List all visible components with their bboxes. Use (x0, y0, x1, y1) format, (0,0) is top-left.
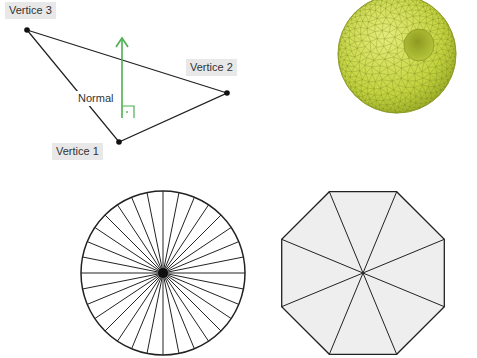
fan-spoke (163, 273, 194, 349)
vertex-label: Vertice 2 (186, 59, 237, 76)
vertex-dot (24, 27, 30, 33)
sphere-mesh (338, 0, 456, 113)
fan-spoke (132, 197, 163, 273)
octagon-spoke (329, 192, 363, 273)
octagon-spoke (282, 273, 363, 307)
fan-spoke (163, 273, 231, 319)
fan-spoke (163, 273, 179, 353)
fan-spoke (83, 273, 163, 289)
mesh-lines (338, 0, 456, 113)
sphere-hole (404, 29, 434, 61)
vertex-label: Vertice 1 (52, 143, 103, 160)
circle-outline (81, 191, 245, 355)
octagon (282, 192, 445, 355)
vertex-dot (224, 90, 230, 96)
fan-spoke (95, 227, 163, 273)
fan-spoke (81, 273, 163, 274)
fan-spoke (163, 242, 239, 273)
fan-spoke (163, 257, 243, 273)
fan-spoke (163, 273, 164, 355)
triangle (27, 30, 227, 142)
right-angle-mark (122, 106, 134, 118)
fan-spoke (105, 215, 163, 273)
normal-label: Normal (76, 91, 115, 106)
circle-fan (81, 191, 245, 355)
fan-spoke (163, 273, 221, 331)
sphere (338, 0, 456, 113)
vertex-label-text: Vertice 3 (9, 4, 52, 16)
octagon-fan (282, 192, 445, 355)
fan-spoke (105, 273, 163, 331)
vertex-label-text: Vertice 2 (190, 61, 233, 73)
octagon-spoke (363, 273, 397, 354)
triangle-figure (24, 27, 230, 145)
vertex-label-text: Vertice 1 (56, 145, 99, 157)
fan-spoke (147, 193, 163, 273)
fan-center (158, 268, 168, 278)
sphere-outline (338, 0, 456, 113)
fan-spoke (163, 215, 221, 273)
fan-spoke (163, 205, 209, 273)
fan-spoke (87, 273, 163, 304)
vertex-dot (116, 139, 122, 145)
fan-spoke (117, 273, 163, 341)
vertex-label: Vertice 3 (5, 2, 56, 19)
octagon-spoke (363, 239, 444, 273)
fan-spoke (163, 273, 245, 274)
normal-arrowhead (116, 38, 128, 47)
right-angle-dot (126, 111, 128, 113)
fan-spoke (163, 191, 164, 273)
